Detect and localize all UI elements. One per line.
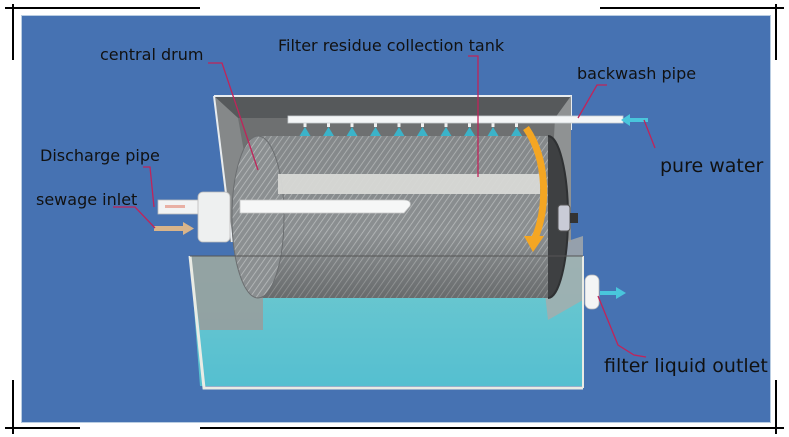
leader-sewage-inlet <box>113 206 156 229</box>
label-backwash-pipe: backwash pipe <box>577 64 697 83</box>
spray-nozzle <box>421 122 424 127</box>
label-discharge-pipe: Discharge pipe <box>40 146 160 165</box>
spray-nozzle <box>515 122 518 127</box>
corner-marks <box>5 4 784 434</box>
central-drum <box>231 135 569 299</box>
leader-central-drum <box>208 62 259 171</box>
label-sewage-inlet: sewage inlet <box>36 190 138 209</box>
sewage-inlet-arrow-icon <box>154 222 194 235</box>
outlet-fitting <box>584 274 600 310</box>
leader-backwash-pipe <box>577 84 607 119</box>
spray-nozzle <box>303 122 307 127</box>
pure-water-arrow-icon <box>621 114 648 126</box>
spray-nozzle <box>491 122 495 127</box>
backwash-pipe <box>287 115 624 124</box>
residue-trough <box>278 174 540 194</box>
spray-nozzle <box>350 122 354 127</box>
discharge-arrow-icon <box>165 205 185 208</box>
leader-lines <box>113 55 656 358</box>
discharge-pipe <box>157 191 411 243</box>
label-pure-water: pure water <box>660 155 764 177</box>
flow-arrows <box>154 114 648 299</box>
label-filter-residue-tank: Filter residue collection tank <box>278 36 505 55</box>
rotation-arrow-icon <box>523 126 548 252</box>
drive-hub <box>557 204 578 232</box>
spray-nozzle <box>327 122 330 127</box>
spray-nozzle <box>468 122 471 127</box>
leader-discharge-pipe <box>143 166 155 208</box>
spray-nozzle <box>397 122 401 127</box>
spray-nozzle <box>444 122 448 127</box>
leader-pure-water <box>643 119 656 149</box>
label-filter-liquid-outlet: filter liquid outlet <box>604 355 768 377</box>
spray-nozzle <box>374 122 377 127</box>
tank-edges <box>188 255 584 390</box>
label-central-drum: central drum <box>100 45 204 64</box>
leader-residue-tank <box>468 55 479 177</box>
leader-outlet <box>597 295 647 358</box>
outlet-arrow-icon <box>600 287 626 299</box>
